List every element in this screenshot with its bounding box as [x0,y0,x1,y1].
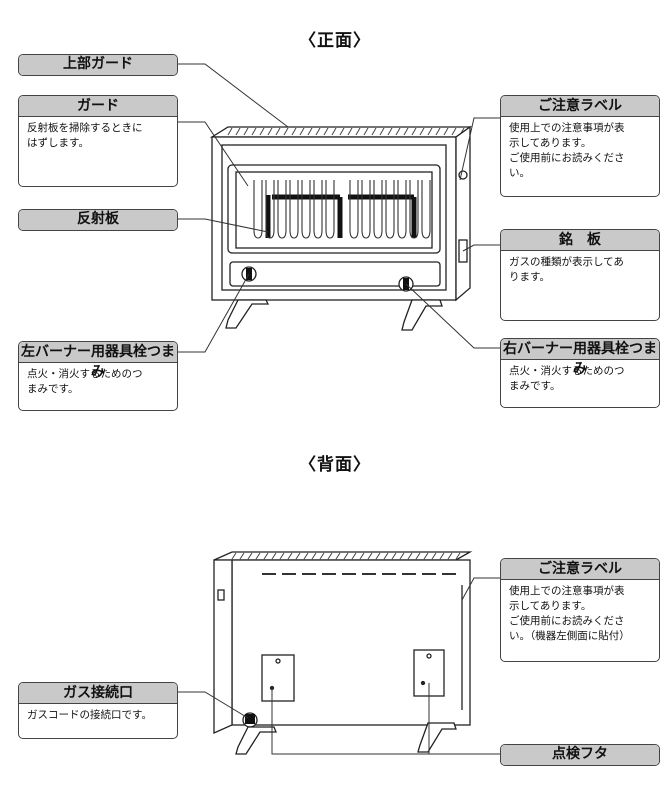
front-section-title: 〈正面〉 [299,31,371,51]
label-right-burner-knob-title: 右バーナー用器具栓つまみ [501,339,659,377]
label-top-guard: 上部ガード [18,54,178,76]
label-gas-inlet: ガス接続口 ガスコードの接続口です。 [18,682,178,739]
label-nameplate: 銘 板 ガスの種類が表示してあ ります。 [500,229,660,321]
label-caution-front-desc: 使用上での注意事項が表 示してあります。 ご使用前にお読みくださ い。 [509,122,625,179]
label-nameplate-title: 銘 板 [501,230,659,251]
label-reflector-title: 反射板 [19,210,177,230]
label-right-burner-knob: 右バーナー用器具栓つまみ 点火・消火するためのつ まみです。 [500,338,660,408]
label-inspection-cover-title: 点検フタ [501,745,659,765]
label-caution-front-title: ご注意ラベル [501,96,659,117]
label-gas-inlet-desc: ガスコードの接続口です。 [27,709,152,721]
label-caution-front: ご注意ラベル 使用上での注意事項が表 示してあります。 ご使用前にお読みくださ … [500,95,660,197]
back-section-title: 〈背面〉 [299,455,371,475]
label-guard: ガード 反射板を掃除するときに はずします。 [18,95,178,187]
front-heater-drawing [209,125,473,331]
label-nameplate-desc: ガスの種類が表示してあ ります。 [509,256,624,283]
label-right-burner-knob-desc: 点火・消火するためのつ まみです。 [509,365,625,392]
label-guard-desc: 反射板を掃除するときに はずします。 [27,122,143,149]
back-heater-drawing [213,551,473,755]
label-caution-back: ご注意ラベル 使用上での注意事項が表 示してあります。 ご使用前にお読みくださ … [500,558,660,662]
label-gas-inlet-title: ガス接続口 [19,683,177,704]
leader-lines [177,63,500,755]
label-left-burner-knob: 左バーナー用器具栓つまみ 点火・消火するためのつ まみです。 [18,341,178,411]
label-reflector: 反射板 [18,209,178,231]
label-caution-back-title: ご注意ラベル [501,559,659,580]
label-inspection-cover: 点検フタ [500,744,660,766]
label-top-guard-title: 上部ガード [19,55,177,75]
label-guard-title: ガード [19,96,177,117]
label-left-burner-knob-title: 左バーナー用器具栓つまみ [19,342,177,380]
label-left-burner-knob-desc: 点火・消火するためのつ まみです。 [27,368,143,395]
label-caution-back-desc: 使用上での注意事項が表 示してあります。 ご使用前にお読みくださ い。（機器左側… [509,585,630,642]
